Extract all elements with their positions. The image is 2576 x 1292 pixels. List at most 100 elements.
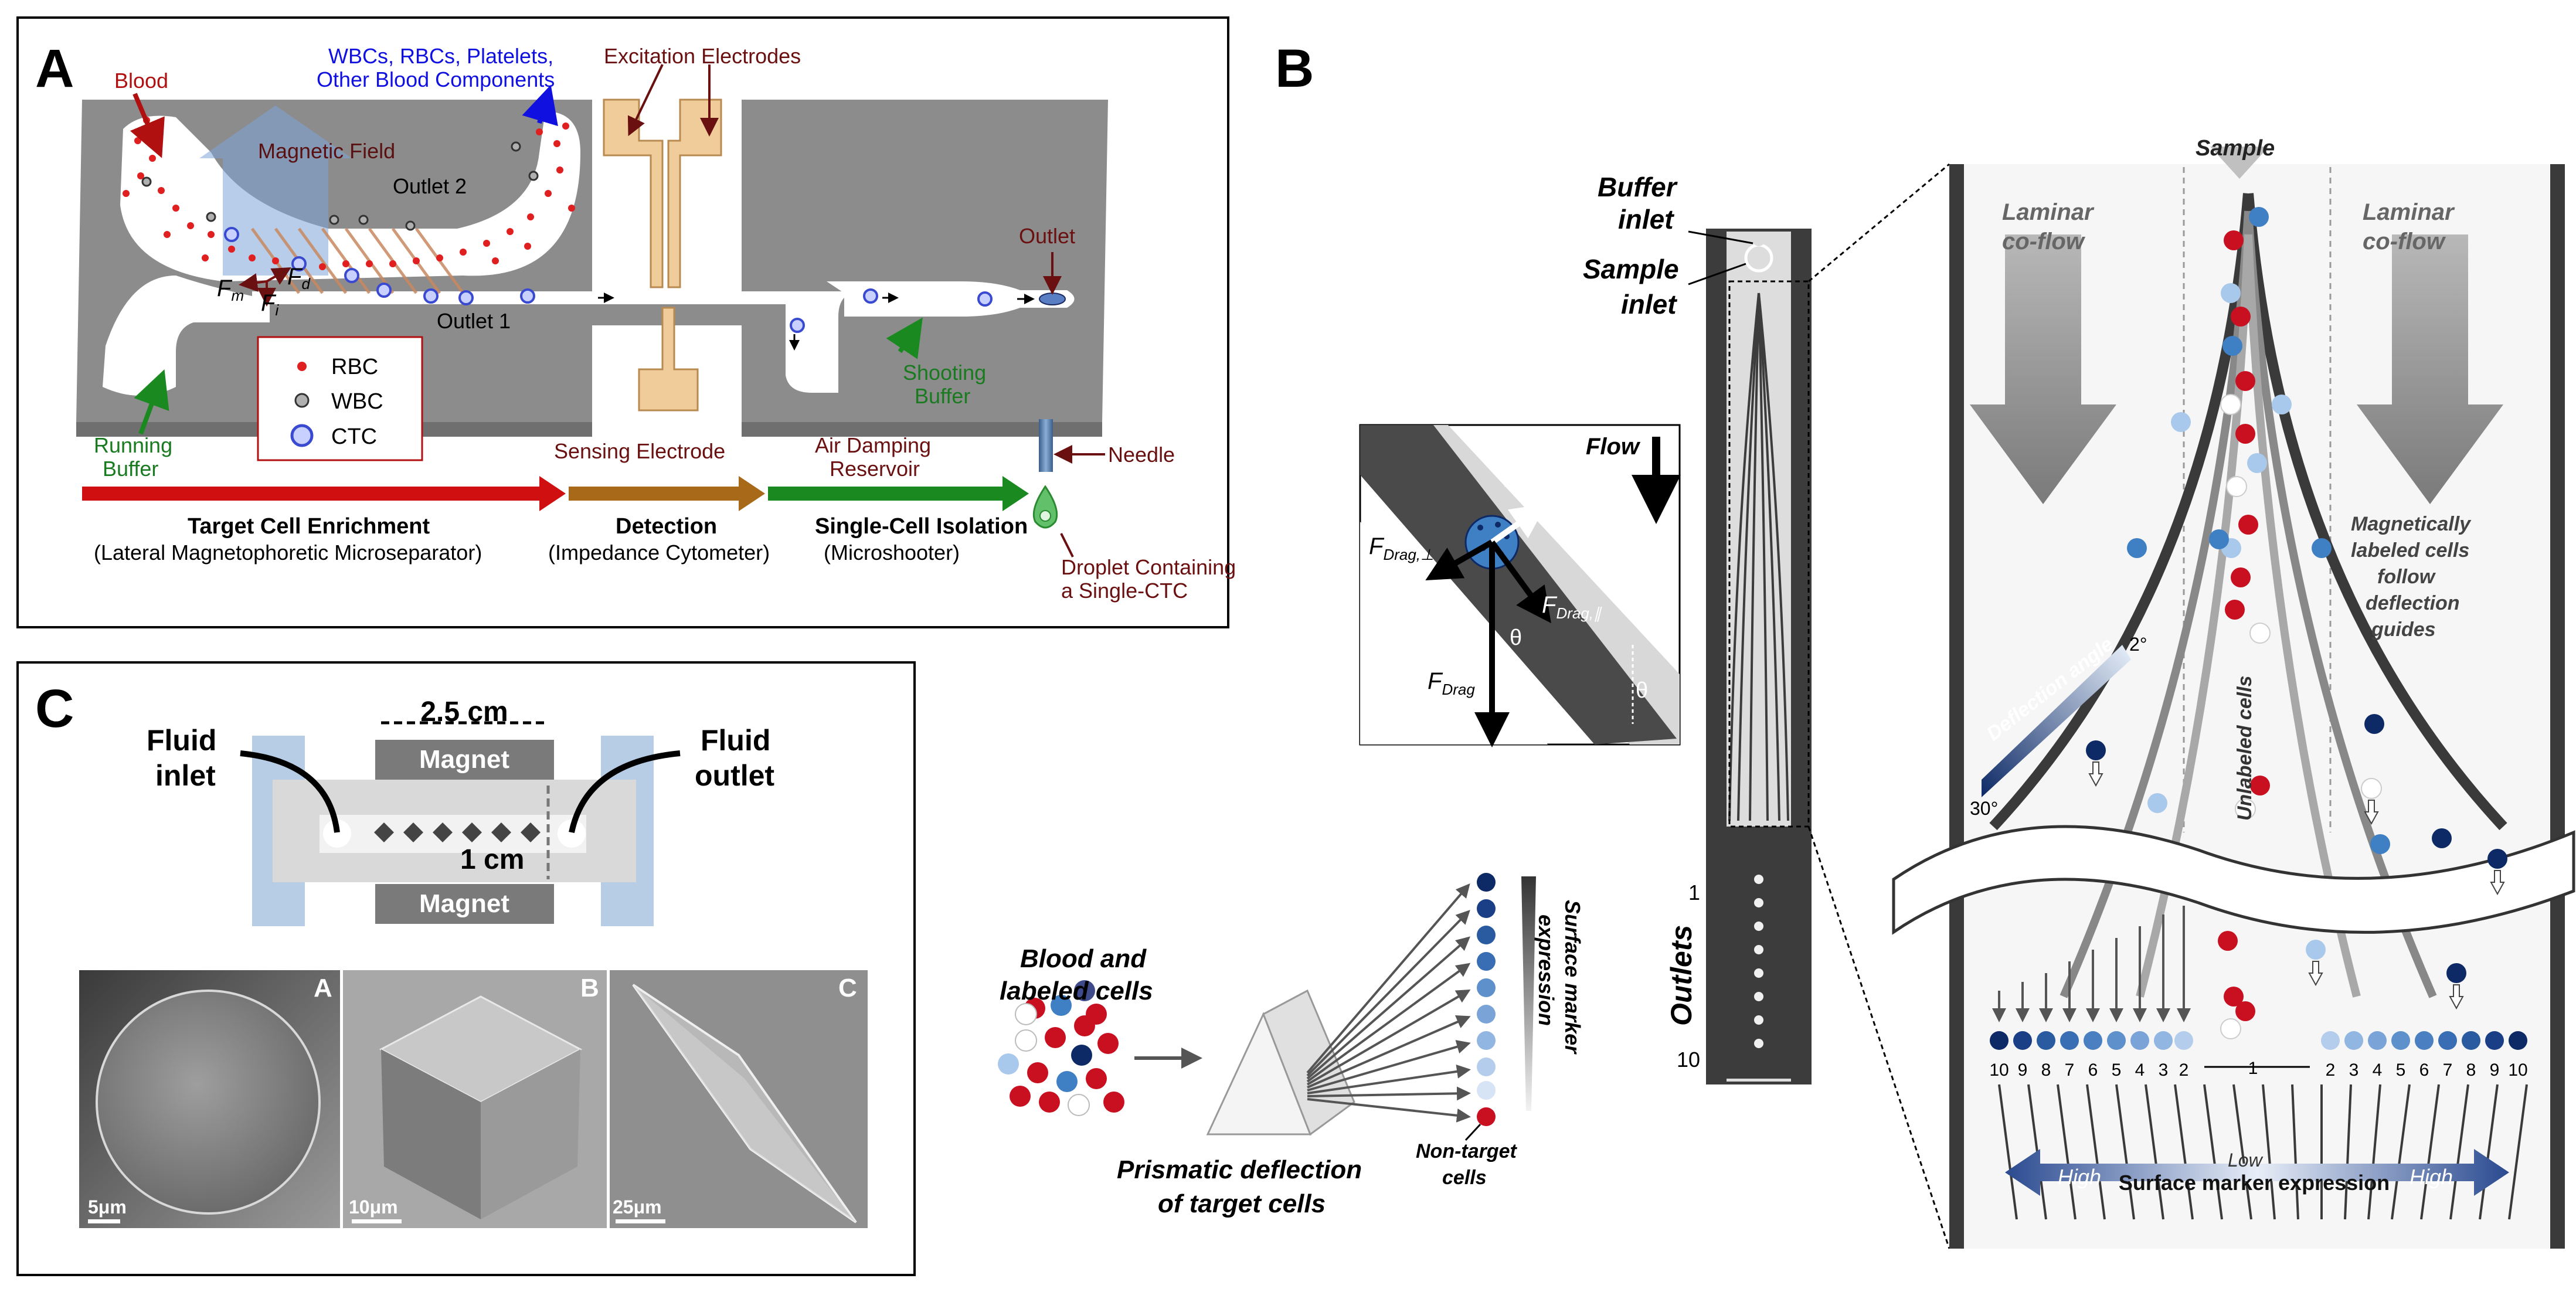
legend-rbc-label: RBC [331,355,378,379]
surface-marker-bar [1521,876,1536,1111]
left-channel-1: 9 [2018,1060,2028,1080]
chamber-inner [320,815,586,853]
droplet-label-1: Droplet Containing [1061,555,1236,579]
blood-labeled-label-2: labeled cells [1000,977,1153,1005]
stage-arrow-isolation [768,476,1029,511]
force-fi: F [261,290,277,316]
magnet-bottom-label: Magnet [419,889,509,918]
zoom-cell-arrows [2088,761,2505,1010]
excitation-arrow-1 [627,64,664,137]
deflection-angle-wedge [1982,645,2131,797]
outlet1-label: Outlet 1 [437,309,511,333]
magnet-bottom [375,884,554,924]
theta-label-2: θ [1636,678,1648,703]
magnetically-label-1: Magnetically [2351,513,2472,535]
unlabeled-cells-label: Unlabeled cells [2234,675,2256,821]
fluid-inlet-label-2: inlet [155,759,216,792]
right-channel-5: 7 [2443,1060,2453,1080]
force-fi-sub: i [275,301,279,319]
magnetically-label-3: follow [2377,566,2436,588]
panel-c: C Magnet Magnet Fluid inlet Fluid outlet… [16,661,916,1276]
zoom-line-top [1808,163,1950,283]
force-fm-sub: m [231,287,244,304]
running-buffer-label-1: Running [94,433,172,457]
left-channel-4: 6 [2088,1060,2098,1080]
stage-subtitle-isolation: (Microshooter) [824,540,960,565]
prism-schematic [998,873,1536,1136]
right-channel-3: 5 [2396,1060,2406,1080]
collector-dots [1990,1031,2527,1050]
prism-output-rays [1306,883,1471,1123]
sensing-electrode-label: Sensing Electrode [554,439,725,463]
running-buffer-arrow [134,369,169,435]
outlet-label: Outlet [1019,224,1075,248]
magnetically-label-4: deflection [2366,592,2460,614]
legend-wbc-label: WBC [331,389,383,414]
high-right-label: High [2410,1165,2453,1189]
zoom-line-bottom [1807,826,1950,1249]
magnetic-field-label: Magnetic Field [258,139,395,163]
force-fd-sub: d [301,275,311,293]
air-damping-label-1: Air Damping [815,433,931,457]
low-label: Low [2228,1150,2264,1171]
surface-marker-vertical-1: Surface marker [1561,900,1585,1055]
f-drag-par-sub: Drag,∥ [1556,604,1602,622]
force-inset-white [1360,522,1548,744]
laminar-left-arrow [1970,234,2116,504]
outflow-channels [1998,1084,2528,1220]
fluid-outlet-label-2: outlet [695,759,774,792]
f-mag-sub: Mag [1518,478,1548,496]
panel-c-letter: C [35,679,74,739]
high-left-label: High [2058,1165,2101,1189]
sample-inlet-label-2: inlet [1621,289,1677,319]
sem-a-scale: 5μm [88,1196,127,1218]
components-label-1: WBCs, RBCs, Platelets, [328,44,553,68]
zoom-cells [2086,207,2507,1039]
stage-title-detection: Detection [616,514,717,539]
angle-2-label: 2° [2129,634,2147,655]
running-buffer-label-2: Buffer [103,457,158,481]
stage-arrow-detection [569,476,765,511]
magnetically-label-5: guides [2371,618,2436,641]
stage-subtitle-detection: (Impedance Cytometer) [548,540,770,565]
outlet1-channel [252,291,827,304]
right-channel-1: 3 [2349,1060,2359,1080]
f-mag-label: F [1504,466,1520,492]
left-channel-3: 7 [2065,1060,2075,1080]
shooting-buffer-label-2: Buffer [915,384,970,408]
svg-text:FDrag,⊥: FDrag,⊥ [1369,533,1434,563]
right-channel-6: 8 [2466,1060,2476,1080]
magnet-top [375,740,554,780]
droplet-arrow [1060,533,1074,557]
chamber-port-left [323,820,351,848]
non-target-label-2: cells [1442,1167,1487,1189]
height-label: 1 cm [460,844,524,875]
sem-micrograph-c: 25μm C [610,970,868,1228]
right-channel-4: 6 [2419,1060,2429,1080]
air-damping-channel [786,291,862,393]
right-channel-8: 10 [2508,1060,2527,1080]
panel-b-letter: B [1275,39,1314,98]
stage-subtitle-enrichment: (Lateral Magnetophoretic Microseparator) [94,540,482,565]
magnet-top-label: Magnet [419,745,509,774]
buffer-inlet-leader [1688,230,1753,244]
laminar-left-label-2: co-flow [2002,229,2086,254]
left-channel-5: 5 [2112,1060,2122,1080]
excitation-label: Excitation Electrodes [604,44,801,68]
device-outlet-dots [1754,875,1763,1048]
panel-b: B Buffer inlet Sample inlet 1 10 Outlets [998,39,2575,1249]
components-arrow [522,84,558,127]
svg-text:Fd: Fd [287,264,311,293]
surface-marker-label: Surface marker expression [2119,1171,2390,1195]
left-channel-numbers: 10 9 8 7 6 5 4 3 2 [1989,1060,2188,1080]
outlet-tubing [569,750,681,834]
svg-text:Fm: Fm [217,276,244,304]
flow-label: Flow [1586,434,1641,460]
blood-cell-cluster [998,980,1124,1116]
svg-text:FDrag,∥: FDrag,∥ [1542,592,1602,622]
sample-label: Sample [2196,136,2275,161]
magnetically-label-2: labeled cells [2351,539,2469,562]
stage-arrow-enrichment [82,476,566,511]
svg-text:FDrag: FDrag [1428,668,1475,698]
outlet-1-label: 1 [1688,880,1700,905]
